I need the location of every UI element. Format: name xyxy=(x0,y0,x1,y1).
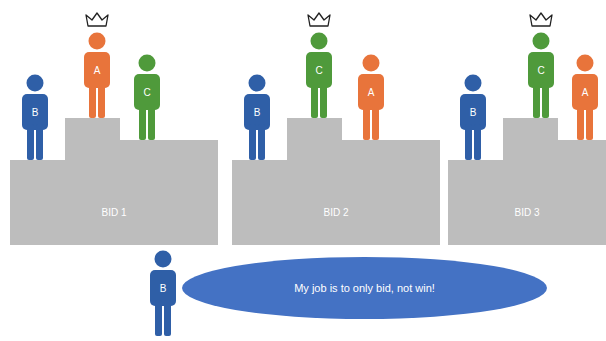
person-figure: A xyxy=(568,54,602,140)
figure-leg xyxy=(577,104,584,140)
person-figure: B xyxy=(240,74,274,160)
figure-head xyxy=(577,55,594,72)
person-figure: B xyxy=(146,250,180,336)
figure-head xyxy=(311,33,328,50)
person-figure: C xyxy=(524,32,558,118)
person-figure: B xyxy=(456,74,490,160)
figure-head xyxy=(139,55,156,72)
figure-letter: B xyxy=(18,107,52,118)
figure-leg xyxy=(139,104,146,140)
podium-shape xyxy=(232,118,440,245)
shape-outline xyxy=(448,118,606,245)
figure-letter: B xyxy=(240,107,274,118)
figure-head xyxy=(27,75,44,92)
podium-block: BID 1 xyxy=(10,118,218,245)
person-figure: A xyxy=(80,32,114,118)
figure-leg xyxy=(27,124,34,160)
figure-leg xyxy=(249,124,256,160)
crown-icon xyxy=(86,13,108,26)
figure-leg xyxy=(148,104,155,140)
figure-leg xyxy=(258,124,265,160)
figure-leg xyxy=(542,82,549,118)
figure-letter: C xyxy=(130,87,164,98)
figure-leg xyxy=(586,104,593,140)
figure-head xyxy=(533,33,550,50)
crown-icon xyxy=(530,13,552,26)
podium-shape xyxy=(448,118,606,245)
crown-icon xyxy=(308,13,330,26)
figure-leg xyxy=(98,82,105,118)
figure-leg xyxy=(164,300,171,336)
figure-letter: C xyxy=(302,65,336,76)
figure-letter: B xyxy=(146,283,180,294)
bid-label: BID 1 xyxy=(101,207,126,218)
shape-outline xyxy=(232,118,440,245)
podium-block: BID 2 xyxy=(232,118,440,245)
figure-leg xyxy=(474,124,481,160)
crowns xyxy=(86,13,552,26)
figure-letter: A xyxy=(354,87,388,98)
figure-head xyxy=(155,251,172,268)
person-figure: B xyxy=(18,74,52,160)
figure-leg xyxy=(155,300,162,336)
figure-leg xyxy=(89,82,96,118)
figure-letter: C xyxy=(524,65,558,76)
podium-block: BID 3 xyxy=(448,118,606,245)
person-figure: A xyxy=(354,54,388,140)
figure-leg xyxy=(465,124,472,160)
figure-letter: A xyxy=(80,65,114,76)
person-figure: C xyxy=(302,32,336,118)
figure-letter: A xyxy=(568,87,602,98)
figure-leg xyxy=(363,104,370,140)
shape-outline xyxy=(10,118,218,245)
figure-head xyxy=(89,33,106,50)
bid-label: BID 2 xyxy=(323,207,348,218)
figure-leg xyxy=(36,124,43,160)
figure-leg xyxy=(533,82,540,118)
figure-leg xyxy=(372,104,379,140)
bubble-ellipse xyxy=(182,257,547,319)
speech-text: My job is to only bid, not win! xyxy=(294,282,435,294)
person-figure: C xyxy=(130,54,164,140)
figure-leg xyxy=(320,82,327,118)
bid-label: BID 3 xyxy=(514,207,539,218)
podium-shape xyxy=(10,118,218,245)
figure-head xyxy=(249,75,266,92)
figure-letter: B xyxy=(456,107,490,118)
figure-leg xyxy=(311,82,318,118)
figure-head xyxy=(363,55,380,72)
figure-head xyxy=(465,75,482,92)
speech-bubble: My job is to only bid, not win! xyxy=(182,257,547,319)
